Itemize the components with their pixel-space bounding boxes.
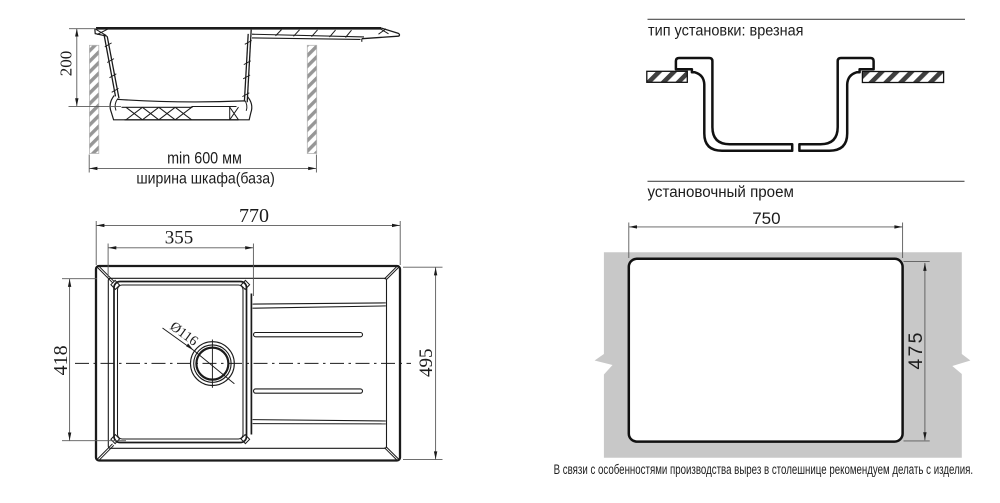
svg-text:475: 475 [905, 330, 927, 369]
svg-text:750: 750 [752, 209, 780, 228]
svg-text:установочный проем: установочный проем [648, 184, 794, 201]
svg-text:200: 200 [57, 51, 76, 77]
svg-text:В связи с особенностями произв: В связи с особенностями производства выр… [554, 462, 974, 477]
svg-text:тип установки: врезная: тип установки: врезная [648, 23, 804, 40]
svg-text:355: 355 [165, 228, 194, 249]
svg-text:495: 495 [416, 349, 437, 378]
svg-text:ширина шкафа(база): ширина шкафа(база) [136, 170, 274, 187]
svg-text:418: 418 [50, 345, 72, 375]
svg-text:770: 770 [239, 205, 269, 227]
svg-text:Ø116: Ø116 [167, 319, 201, 349]
svg-text:min 600 мм: min 600 мм [167, 150, 242, 168]
